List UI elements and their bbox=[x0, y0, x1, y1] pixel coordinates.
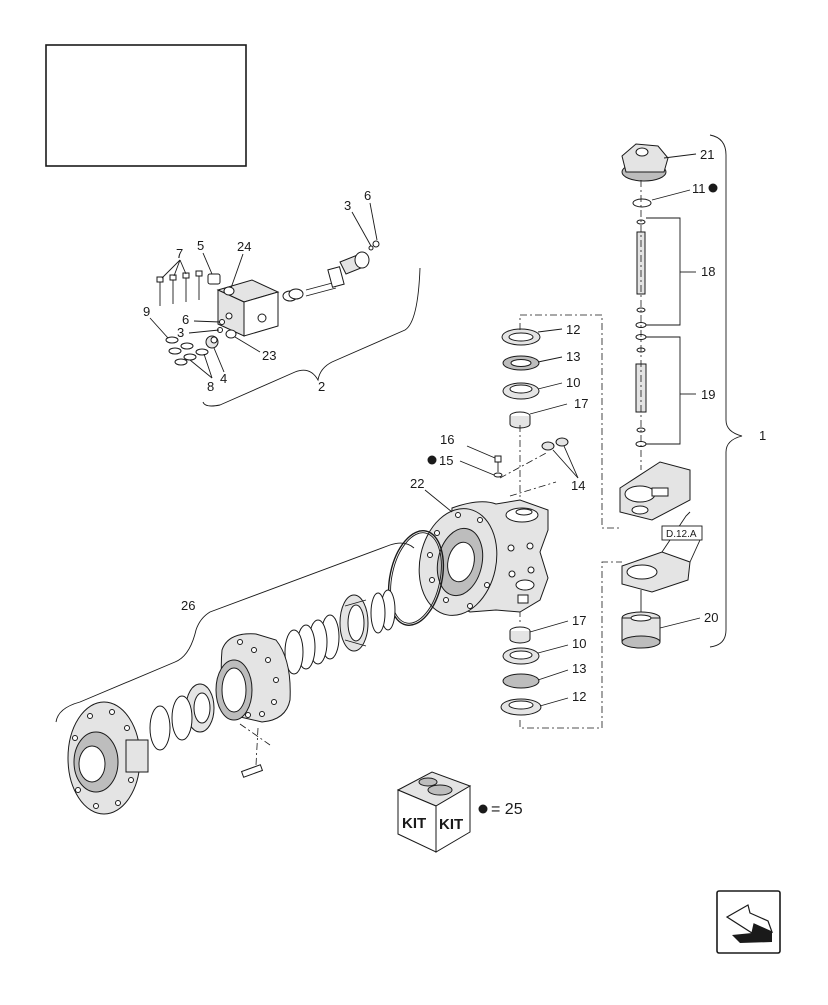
reference-tag: D.12.A bbox=[666, 529, 697, 540]
seal-rings-8-9 bbox=[165, 336, 209, 366]
callout-22: 22 bbox=[410, 476, 424, 491]
callout-10-top: 10 bbox=[566, 375, 580, 390]
next-page-arrow-icon[interactable] bbox=[716, 890, 781, 954]
hub-assembly bbox=[55, 530, 445, 815]
callout-4: 4 bbox=[220, 371, 227, 386]
callout-7: 7 bbox=[176, 246, 183, 261]
callout-16: 16 bbox=[440, 432, 454, 447]
callout-18: 18 bbox=[701, 264, 715, 279]
callout-17-top: 17 bbox=[574, 396, 588, 411]
callout-3-mid: 3 bbox=[177, 325, 184, 340]
callout-15: 15 bbox=[439, 453, 453, 468]
empty-frame bbox=[45, 44, 247, 167]
callout-1: 1 bbox=[759, 428, 766, 443]
callout-26: 26 bbox=[181, 598, 195, 613]
kit-legend: = 25 bbox=[491, 801, 523, 818]
callout-13-top: 13 bbox=[566, 349, 580, 364]
callout-19: 19 bbox=[701, 387, 715, 402]
kit-dot-11 bbox=[708, 183, 718, 193]
kit-legend-dot bbox=[478, 804, 488, 814]
kit-label-left: KIT bbox=[402, 815, 426, 832]
callout-6-top: 6 bbox=[364, 188, 371, 203]
callout-3-top: 3 bbox=[344, 198, 351, 213]
callout-2: 2 bbox=[318, 379, 325, 394]
callout-20: 20 bbox=[704, 610, 718, 625]
callout-24: 24 bbox=[237, 239, 251, 254]
callout-23: 23 bbox=[262, 348, 276, 363]
callout-14: 14 bbox=[571, 478, 585, 493]
callout-5: 5 bbox=[197, 238, 204, 253]
callout-13-bottom: 13 bbox=[572, 661, 586, 676]
callout-8: 8 bbox=[207, 379, 214, 394]
callout-21: 21 bbox=[700, 147, 714, 162]
steering-knuckle bbox=[418, 437, 579, 616]
kit-label-right: KIT bbox=[439, 816, 463, 833]
bolt-set-7 bbox=[156, 270, 203, 306]
callout-12-bottom: 12 bbox=[572, 689, 586, 704]
bearing-stack-upper bbox=[501, 328, 568, 429]
callout-12-top: 12 bbox=[566, 322, 580, 337]
callout-10-bottom: 10 bbox=[572, 636, 586, 651]
callout-9: 9 bbox=[143, 304, 150, 319]
bearing-stack-lower bbox=[500, 620, 569, 716]
callout-11: 11 bbox=[692, 181, 706, 196]
kit-dot-15 bbox=[427, 455, 437, 465]
callout-17-bottom: 17 bbox=[572, 613, 586, 628]
valve-block-group bbox=[149, 202, 421, 407]
kit-box-icon: KIT KIT bbox=[396, 771, 472, 853]
reference-tag-box bbox=[661, 525, 703, 541]
callout-6-mid: 6 bbox=[182, 312, 189, 327]
kingpin-column: D.12.A bbox=[619, 134, 743, 649]
